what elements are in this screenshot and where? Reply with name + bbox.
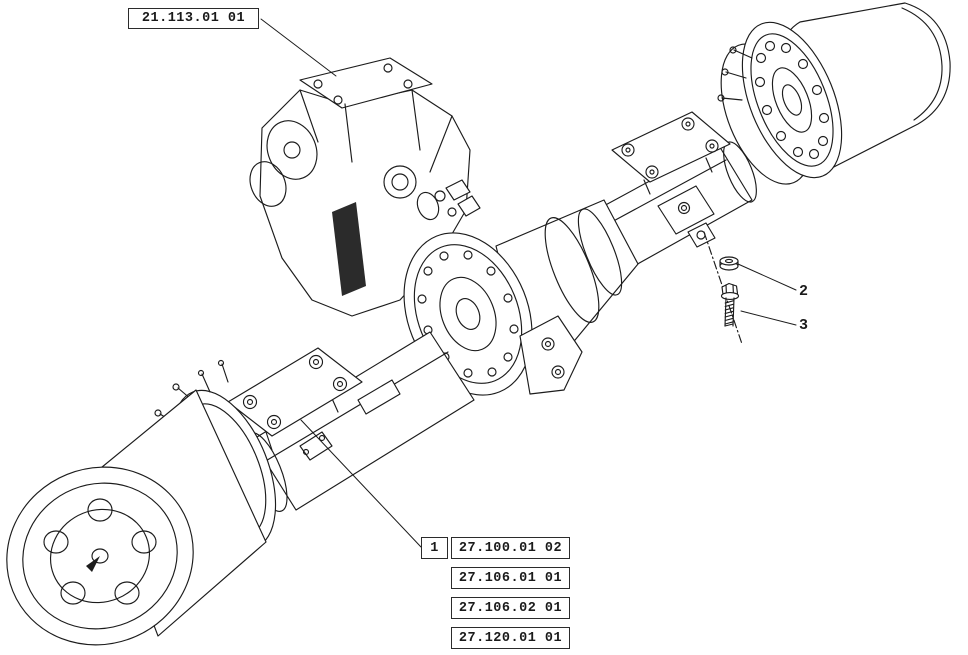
leader-line-callout-2 <box>737 263 797 291</box>
orientation-arrow <box>86 556 100 572</box>
ring-cover-bolts <box>417 250 519 378</box>
right-wheel-hub <box>717 2 951 185</box>
leader-lines <box>260 18 797 548</box>
gearbox-dark-panel <box>332 202 366 296</box>
callout-3-number: 3 <box>799 317 809 334</box>
callout-1-box: 1 <box>421 537 448 559</box>
left-mounting-plate <box>227 347 363 451</box>
reference-link-2[interactable]: 27.106.01 01 <box>451 567 570 589</box>
gearbox-top-plate <box>299 57 433 109</box>
reference-link-1[interactable]: 27.100.01 02 <box>451 537 570 559</box>
fastener-hardware <box>703 231 743 345</box>
bolt-part <box>720 282 740 327</box>
left-wheel-hub <box>6 359 277 646</box>
hydraulic-motor <box>266 120 318 180</box>
reference-link-top[interactable]: 21.113.01 01 <box>128 8 259 29</box>
leader-line-callout-1 <box>300 419 422 548</box>
right-hub-bolt-circle <box>754 40 830 160</box>
left-hub-face-holes <box>43 498 157 605</box>
reference-link-3[interactable]: 27.106.02 01 <box>451 597 570 619</box>
right-hub-studs <box>717 46 753 102</box>
leader-line-callout-3 <box>740 310 797 326</box>
reference-link-4[interactable]: 27.120.01 01 <box>451 627 570 649</box>
washer-part <box>719 256 739 271</box>
callout-2-number: 2 <box>799 283 809 300</box>
u-joint-yoke <box>445 179 471 201</box>
leader-line-top-label <box>260 18 337 77</box>
right-mounting-plate <box>611 111 731 195</box>
lower-bracket <box>519 315 583 395</box>
id-plate <box>357 379 401 415</box>
left-axle-tube <box>244 331 475 512</box>
